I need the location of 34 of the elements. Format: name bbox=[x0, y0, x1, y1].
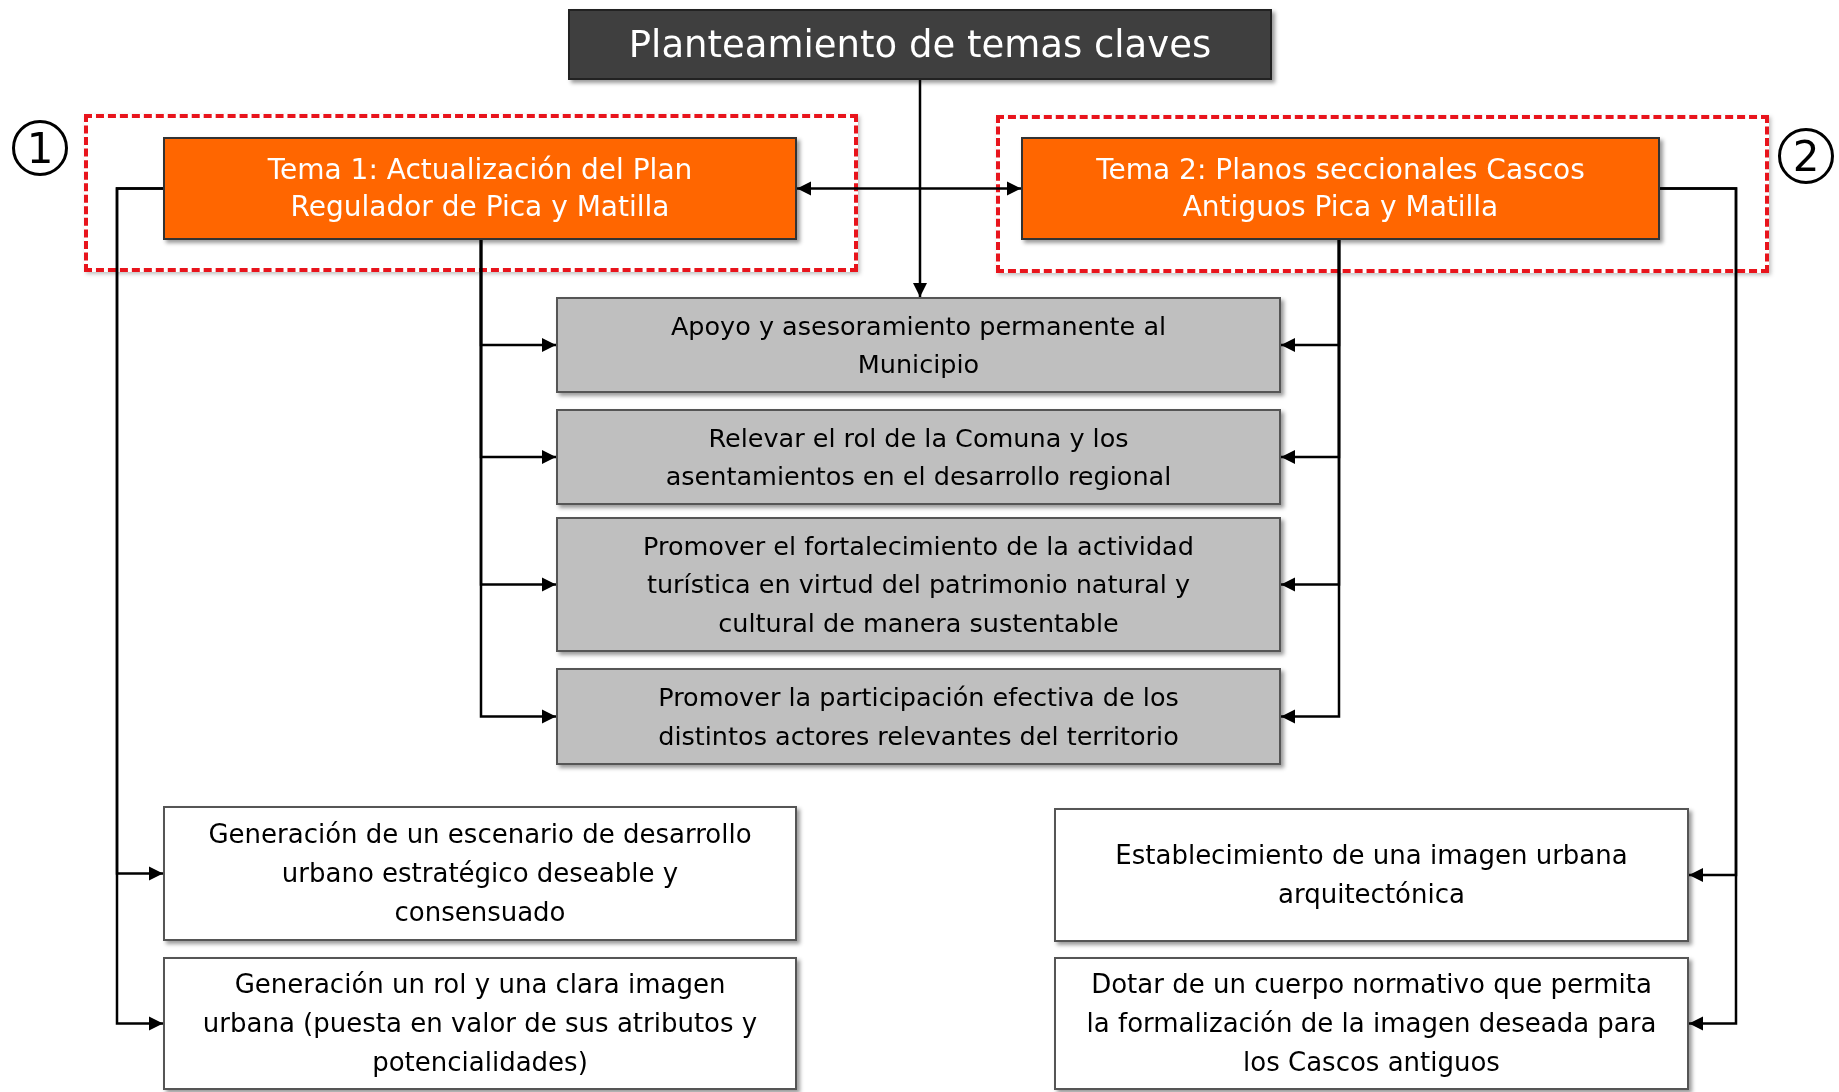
objective-box bbox=[556, 517, 1281, 652]
theme-box bbox=[1021, 137, 1660, 240]
node-text: Apoyo y asesoramiento permanente al Municipio bbox=[669, 309, 1168, 381]
goal-box bbox=[1054, 808, 1689, 942]
arrow bbox=[1281, 240, 1341, 724]
number-circle bbox=[12, 120, 68, 176]
arrow bbox=[115, 187, 163, 1031]
node-text: Dotar de un cuerpo normativo que permita la formalización de la imagen deseada para los Cascos antiguos bbox=[1086, 968, 1657, 1079]
arrow bbox=[479, 240, 556, 724]
arrow bbox=[1660, 187, 1738, 1031]
objective-box bbox=[556, 668, 1281, 765]
node-text: Planteamiento de temas claves bbox=[628, 23, 1212, 66]
goal-box bbox=[1054, 957, 1689, 1090]
node-text: 1 bbox=[26, 123, 54, 173]
node-text: Generación de un escenario de desarrollo urbano estratégico deseable y consensuado bbox=[207, 818, 753, 929]
node-text: Generación un rol y una clara imagen urbana (puesta en valor de sus atributos y potencialidades) bbox=[201, 968, 759, 1079]
theme-box bbox=[163, 137, 797, 240]
node-text: 2 bbox=[1792, 131, 1820, 181]
goal-box bbox=[163, 806, 797, 941]
node-text: Establecimiento de una imagen urbana arquitectónica bbox=[1114, 839, 1629, 911]
dashed-group-box bbox=[996, 115, 1769, 273]
node-text: Tema 1: Actualización del Plan Regulador de Pica y Matilla bbox=[266, 152, 694, 225]
node-text: Relevar el rol de la Comuna y los asentamientos en el desarrollo regional bbox=[664, 421, 1173, 493]
dashed-group-box bbox=[84, 114, 858, 272]
objective-box bbox=[556, 409, 1281, 505]
node-text: Promover la participación efectiva de los distintos actores relevantes del territorio bbox=[657, 681, 1180, 753]
node-text: Promover el fortalecimiento de la actividad turística en virtud del patrimonio natural y cultural de manera sustentable bbox=[642, 530, 1195, 640]
arrow bbox=[913, 80, 927, 297]
objective-box bbox=[556, 297, 1281, 393]
number-circle bbox=[1778, 128, 1834, 184]
arrow bbox=[797, 181, 1021, 196]
title-box bbox=[568, 9, 1272, 80]
goal-box bbox=[163, 957, 797, 1090]
node-text: Tema 2: Planos seccionales Cascos Antiguos Pica y Matilla bbox=[1095, 152, 1586, 225]
